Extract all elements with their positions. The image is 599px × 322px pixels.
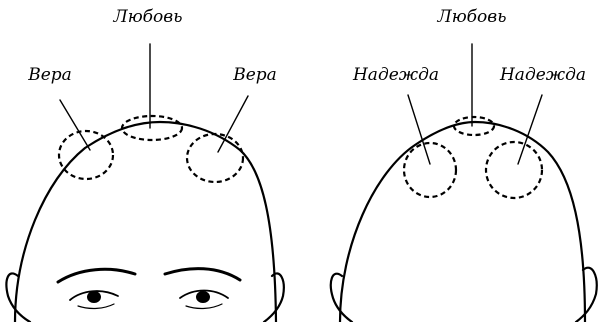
right-head-love-zone (454, 117, 494, 135)
left-head-right-pupil (196, 291, 210, 303)
right-head: Любовь Надежда Надежда (331, 7, 597, 322)
left-head-faith-left-label: Вера (27, 65, 72, 85)
left-head-faith-left-leader (60, 100, 90, 150)
left-head-faith-right-label: Вера (232, 65, 277, 85)
left-head: Любовь Вера Вера (6, 7, 283, 322)
right-head-hope-zone-left (404, 143, 456, 197)
right-head-hope-left-label: Надежда (352, 65, 439, 85)
left-head-outline (15, 122, 276, 322)
left-head-left-eyebrow (58, 269, 135, 282)
right-head-right-ear (576, 268, 597, 322)
left-head-faith-zone-right (187, 134, 243, 182)
right-head-love-label: Любовь (437, 7, 507, 27)
right-head-hope-right-label: Надежда (499, 65, 586, 85)
left-head-left-pupil (87, 291, 101, 303)
right-head-hope-zone-right (486, 142, 542, 198)
left-head-love-zone (122, 116, 182, 140)
left-head-faith-zone-left (59, 131, 113, 179)
right-head-hope-right-leader (518, 95, 542, 164)
left-head-right-eyebrow (165, 269, 240, 280)
left-head-love-label: Любовь (113, 7, 183, 27)
right-head-hope-left-leader (408, 95, 430, 164)
right-head-outline (340, 122, 585, 322)
